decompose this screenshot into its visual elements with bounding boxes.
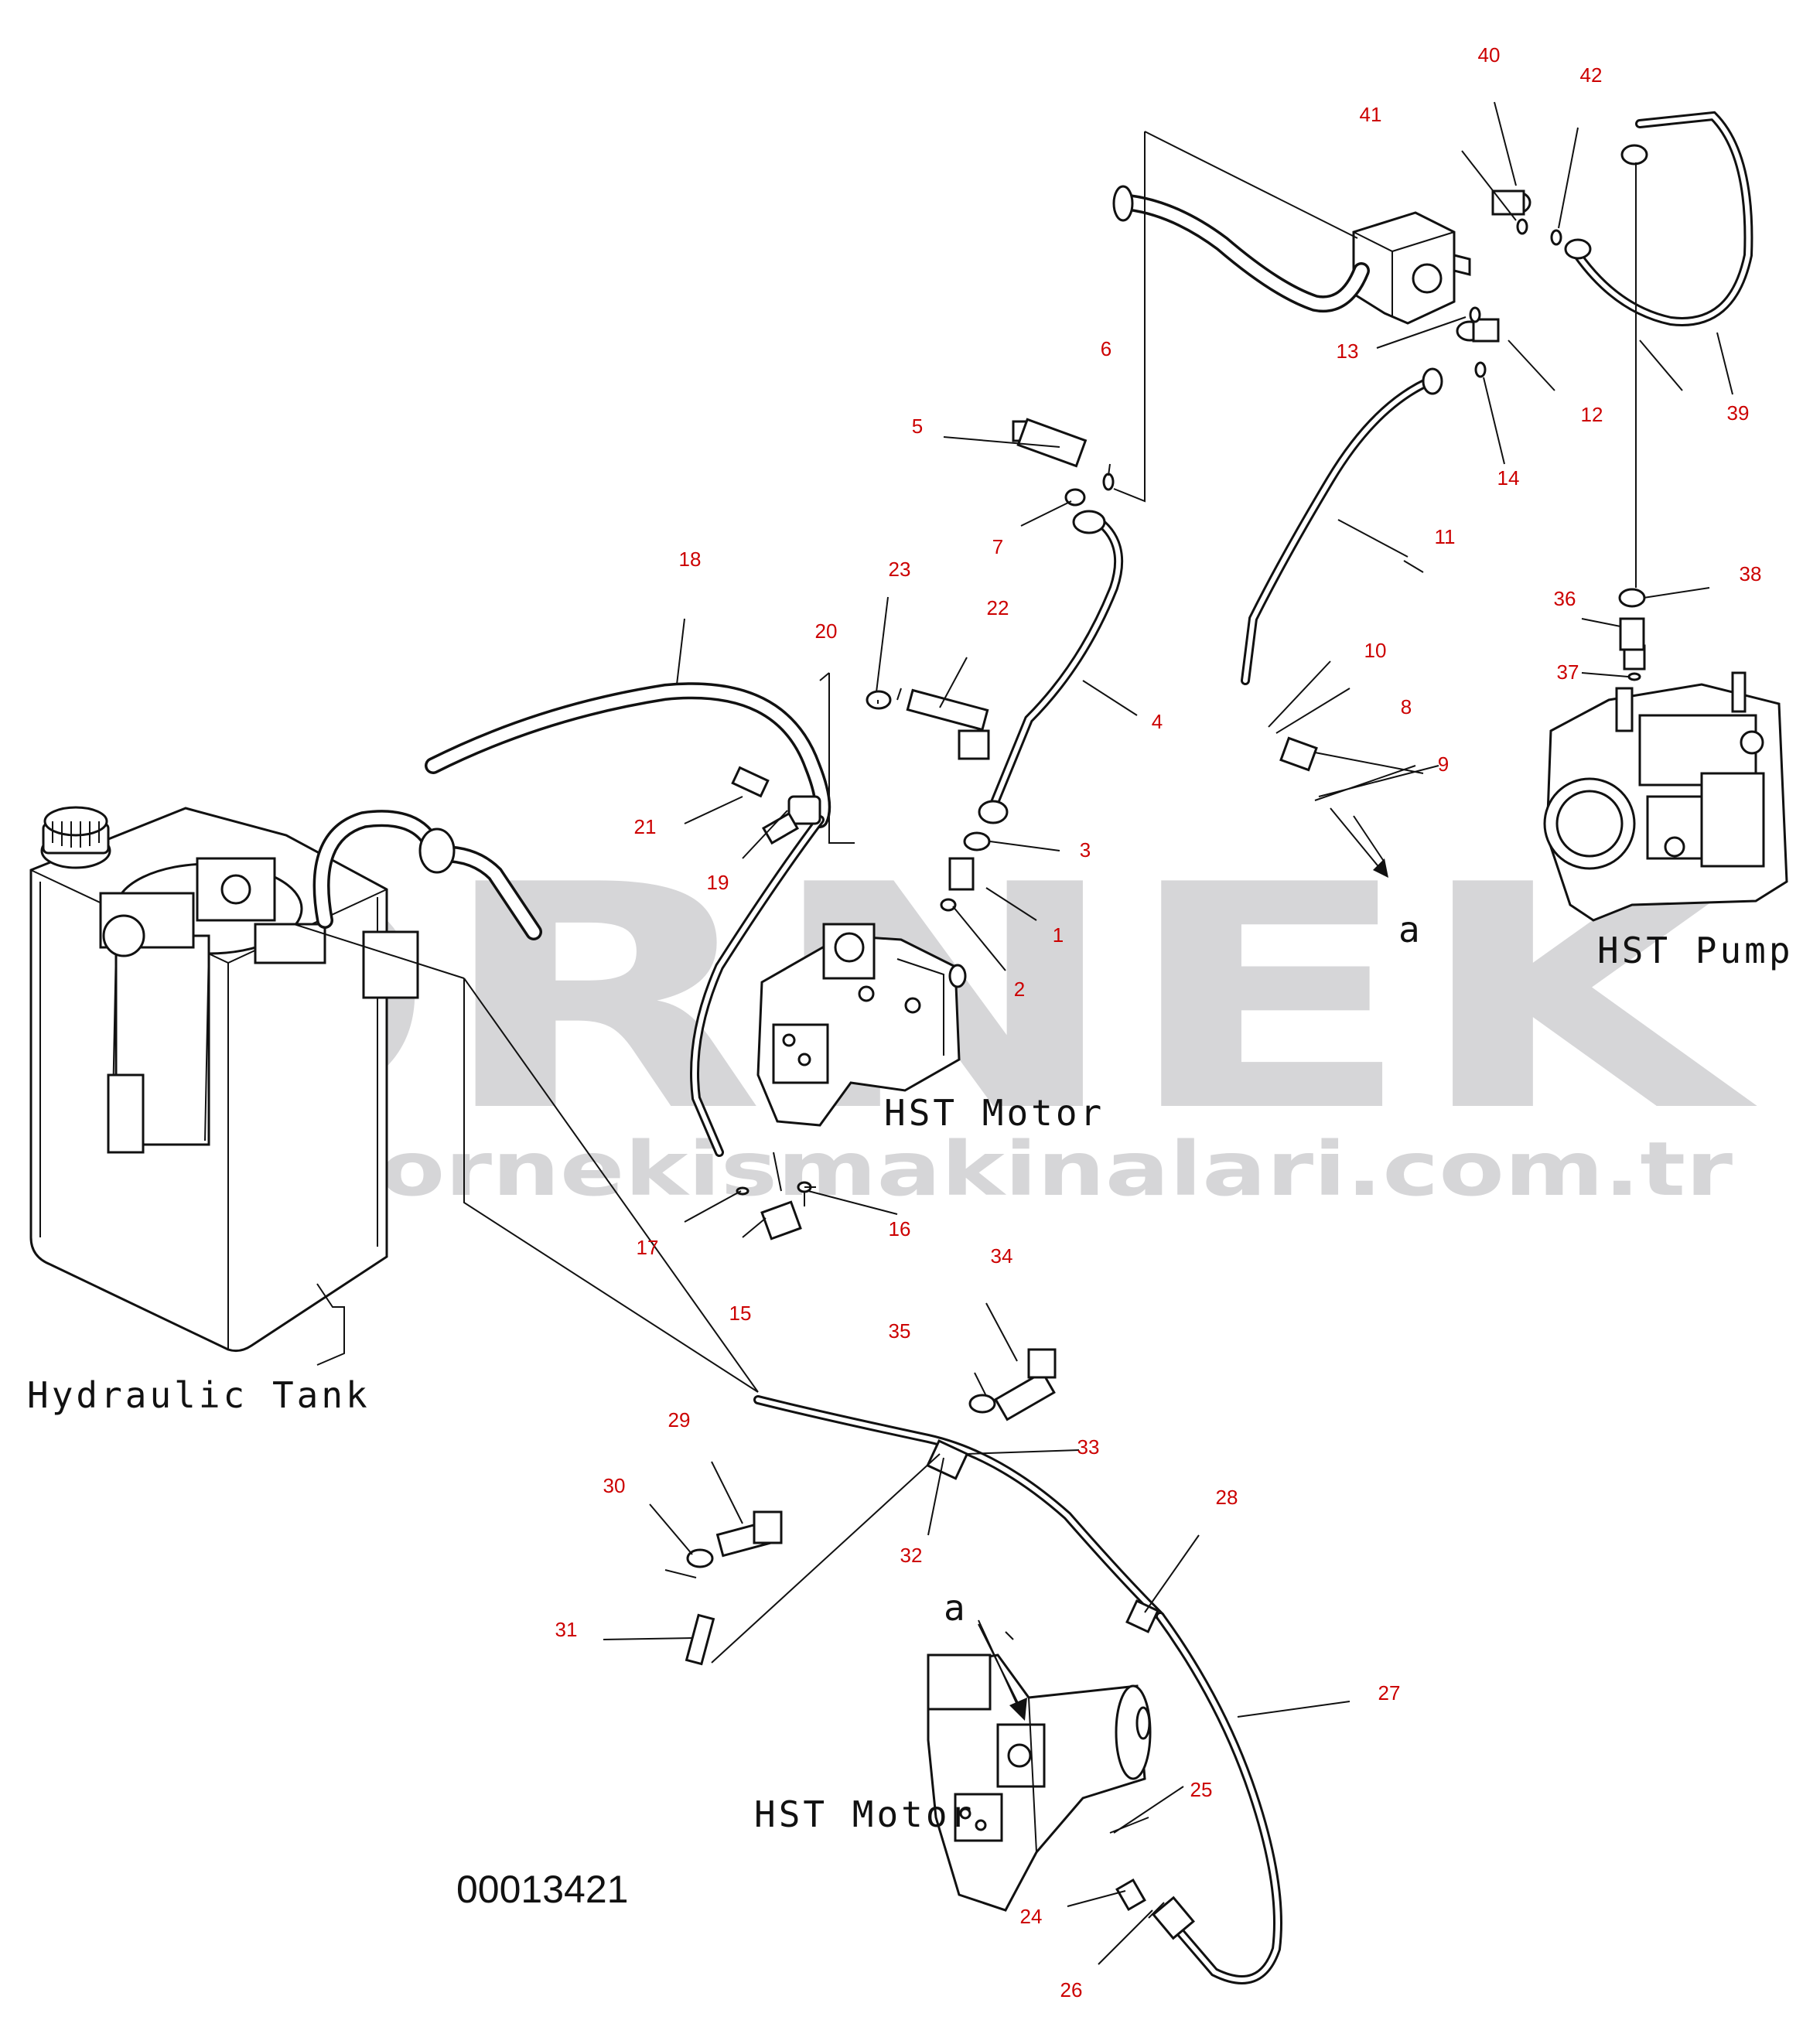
callout-27: 27 — [1378, 1681, 1401, 1705]
callout-numbers: 1 2 3 4 5 6 7 8 9 10 11 12 13 14 15 16 1… — [555, 43, 1762, 2001]
callout-26: 26 — [1060, 1978, 1083, 2001]
callout-42: 42 — [1580, 63, 1603, 87]
callout-19: 19 — [707, 871, 729, 894]
callout-10: 10 — [1364, 639, 1387, 662]
callout-22: 22 — [987, 596, 1009, 619]
callout-8: 8 — [1401, 695, 1412, 718]
callout-40: 40 — [1478, 43, 1501, 67]
arrow-label-a-lower: a — [944, 1587, 968, 1629]
callout-39: 39 — [1727, 401, 1750, 425]
callout-6: 6 — [1101, 337, 1111, 360]
callout-25: 25 — [1190, 1778, 1213, 1801]
callout-37: 37 — [1557, 660, 1579, 684]
callout-29: 29 — [668, 1408, 691, 1432]
drawing-code: 00013421 — [456, 1868, 628, 1911]
hydraulic-tank-drawing — [29, 806, 542, 1366]
callout-11: 11 — [1435, 525, 1456, 548]
callout-31: 31 — [555, 1618, 578, 1641]
callout-3: 3 — [1080, 838, 1091, 862]
arrow-label-a-upper: a — [1398, 909, 1423, 950]
caption-hst-motor-lower: HST Motor — [754, 1793, 975, 1835]
callout-4: 4 — [1152, 710, 1163, 733]
callout-12: 12 — [1581, 403, 1603, 426]
caption-hydraulic-tank: Hydraulic Tank — [27, 1374, 370, 1416]
callout-34: 34 — [991, 1244, 1013, 1268]
callout-24: 24 — [1020, 1905, 1043, 1928]
callout-33: 33 — [1077, 1435, 1100, 1459]
callout-36: 36 — [1554, 587, 1576, 610]
callout-1: 1 — [1053, 923, 1064, 947]
callout-13: 13 — [1337, 340, 1359, 363]
hst-motor-upper-drawing — [756, 923, 967, 1127]
section-arrow-lower — [978, 1623, 1027, 1721]
callout-35: 35 — [889, 1319, 911, 1343]
callout-7: 7 — [992, 535, 1003, 558]
callout-5: 5 — [912, 415, 923, 438]
callout-30: 30 — [603, 1474, 626, 1497]
callout-15: 15 — [729, 1302, 752, 1325]
callout-2: 2 — [1014, 978, 1025, 1001]
leader-lines — [293, 101, 1733, 1965]
section-arrow-upper — [1330, 807, 1388, 878]
callout-9: 9 — [1438, 752, 1449, 776]
callout-14: 14 — [1497, 466, 1520, 490]
callout-20: 20 — [815, 619, 838, 643]
manifold-block-drawing — [1112, 185, 1471, 325]
hst-motor-lower-drawing — [927, 1653, 1152, 1912]
hst-pump-drawing — [1543, 622, 1788, 922]
callout-18: 18 — [679, 548, 702, 571]
callout-23: 23 — [889, 558, 911, 581]
callout-32: 32 — [900, 1544, 923, 1567]
callout-28: 28 — [1216, 1486, 1238, 1509]
caption-hst-motor-upper: HST Motor — [884, 1092, 1105, 1134]
caption-hst-pump: HST Pump — [1597, 930, 1794, 971]
callout-17: 17 — [637, 1236, 659, 1259]
callout-21: 21 — [634, 815, 657, 838]
hoses-drawing — [425, 111, 1753, 1984]
callout-16: 16 — [889, 1217, 911, 1240]
callout-41: 41 — [1360, 103, 1382, 126]
callout-38: 38 — [1740, 562, 1762, 585]
